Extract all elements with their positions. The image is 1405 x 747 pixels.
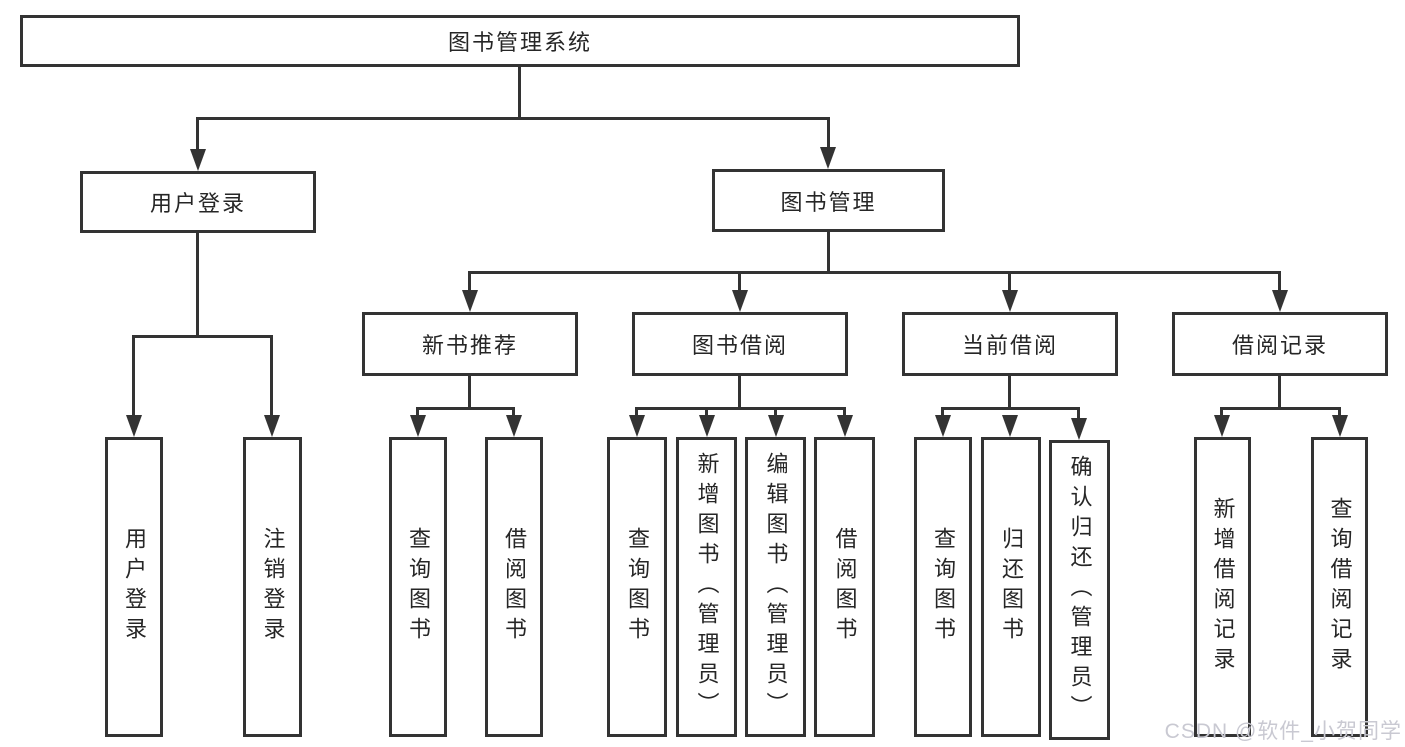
connector-line (468, 376, 471, 410)
connector-line (518, 67, 521, 117)
connector-line (1008, 271, 1011, 292)
arrowhead-icon (732, 290, 748, 312)
connector-line (468, 271, 471, 292)
leaf-borrow-book: 借阅图书 (814, 437, 875, 737)
leaf-borrow-query-book: 查询图书 (607, 437, 667, 737)
connector-line (738, 271, 741, 292)
connector-line (1278, 376, 1281, 410)
connector-line (635, 407, 638, 417)
node-book-manage: 图书管理 (712, 169, 945, 232)
leaf-logout: 注销登录 (243, 437, 302, 737)
connector-line (132, 335, 135, 417)
connector-line (738, 376, 741, 410)
arrowhead-icon (1332, 415, 1348, 437)
arrowhead-icon (462, 290, 478, 312)
connector-line (635, 407, 846, 410)
connector-line (1220, 407, 1341, 410)
connector-line (843, 407, 846, 417)
connector-line (827, 117, 830, 149)
node-root: 图书管理系统 (20, 15, 1020, 67)
connector-line (196, 117, 830, 120)
connector-line (468, 271, 1281, 274)
leaf-return-book: 归还图书 (981, 437, 1041, 737)
leaf-add-book-admin: 新增图书（管理员） (676, 437, 737, 737)
arrowhead-icon (1071, 418, 1087, 440)
arrowhead-icon (768, 415, 784, 437)
arrowhead-icon (1002, 290, 1018, 312)
node-user-login: 用户登录 (80, 171, 316, 233)
csdn-watermark: CSDN @软件_小贺同学 (1164, 720, 1402, 743)
connector-line (132, 335, 273, 338)
arrowhead-icon (837, 415, 853, 437)
arrowhead-icon (1272, 290, 1288, 312)
connector-line (1338, 407, 1341, 417)
arrowhead-icon (935, 415, 951, 437)
connector-line (416, 407, 419, 417)
connector-line (196, 117, 199, 151)
connector-line (1008, 376, 1011, 410)
connector-line (941, 407, 1080, 410)
connector-line (827, 232, 830, 274)
connector-line (774, 407, 777, 417)
leaf-edit-book-admin: 编辑图书（管理员） (745, 437, 806, 737)
node-borrow-record: 借阅记录 (1172, 312, 1388, 376)
arrowhead-icon (699, 415, 715, 437)
connector-line (196, 233, 199, 335)
leaf-recommend-query-book: 查询图书 (389, 437, 447, 737)
arrowhead-icon (1002, 415, 1018, 437)
connector-line (705, 407, 708, 417)
arrowhead-icon (410, 415, 426, 437)
connector-line (1278, 271, 1281, 292)
connector-line (1220, 407, 1223, 417)
leaf-user-login: 用户登录 (105, 437, 163, 737)
arrowhead-icon (126, 415, 142, 437)
leaf-current-query-book: 查询图书 (914, 437, 972, 737)
connector-line (512, 407, 515, 417)
arrowhead-icon (264, 415, 280, 437)
connector-line (941, 407, 944, 417)
connector-line (270, 335, 273, 417)
leaf-recommend-borrow-book: 借阅图书 (485, 437, 543, 737)
arrowhead-icon (629, 415, 645, 437)
node-current-borrow: 当前借阅 (902, 312, 1118, 376)
arrowhead-icon (506, 415, 522, 437)
leaf-confirm-return-admin: 确认归还（管理员） (1049, 440, 1110, 740)
node-book-borrow: 图书借阅 (632, 312, 848, 376)
arrowhead-icon (820, 147, 836, 169)
arrowhead-icon (190, 149, 206, 171)
connector-line (416, 407, 515, 410)
node-new-book-recommend: 新书推荐 (362, 312, 578, 376)
arrowhead-icon (1214, 415, 1230, 437)
leaf-add-borrow-record: 新增借阅记录 (1194, 437, 1251, 737)
connector-line (1077, 407, 1080, 420)
leaf-query-borrow-record: 查询借阅记录 (1311, 437, 1368, 737)
